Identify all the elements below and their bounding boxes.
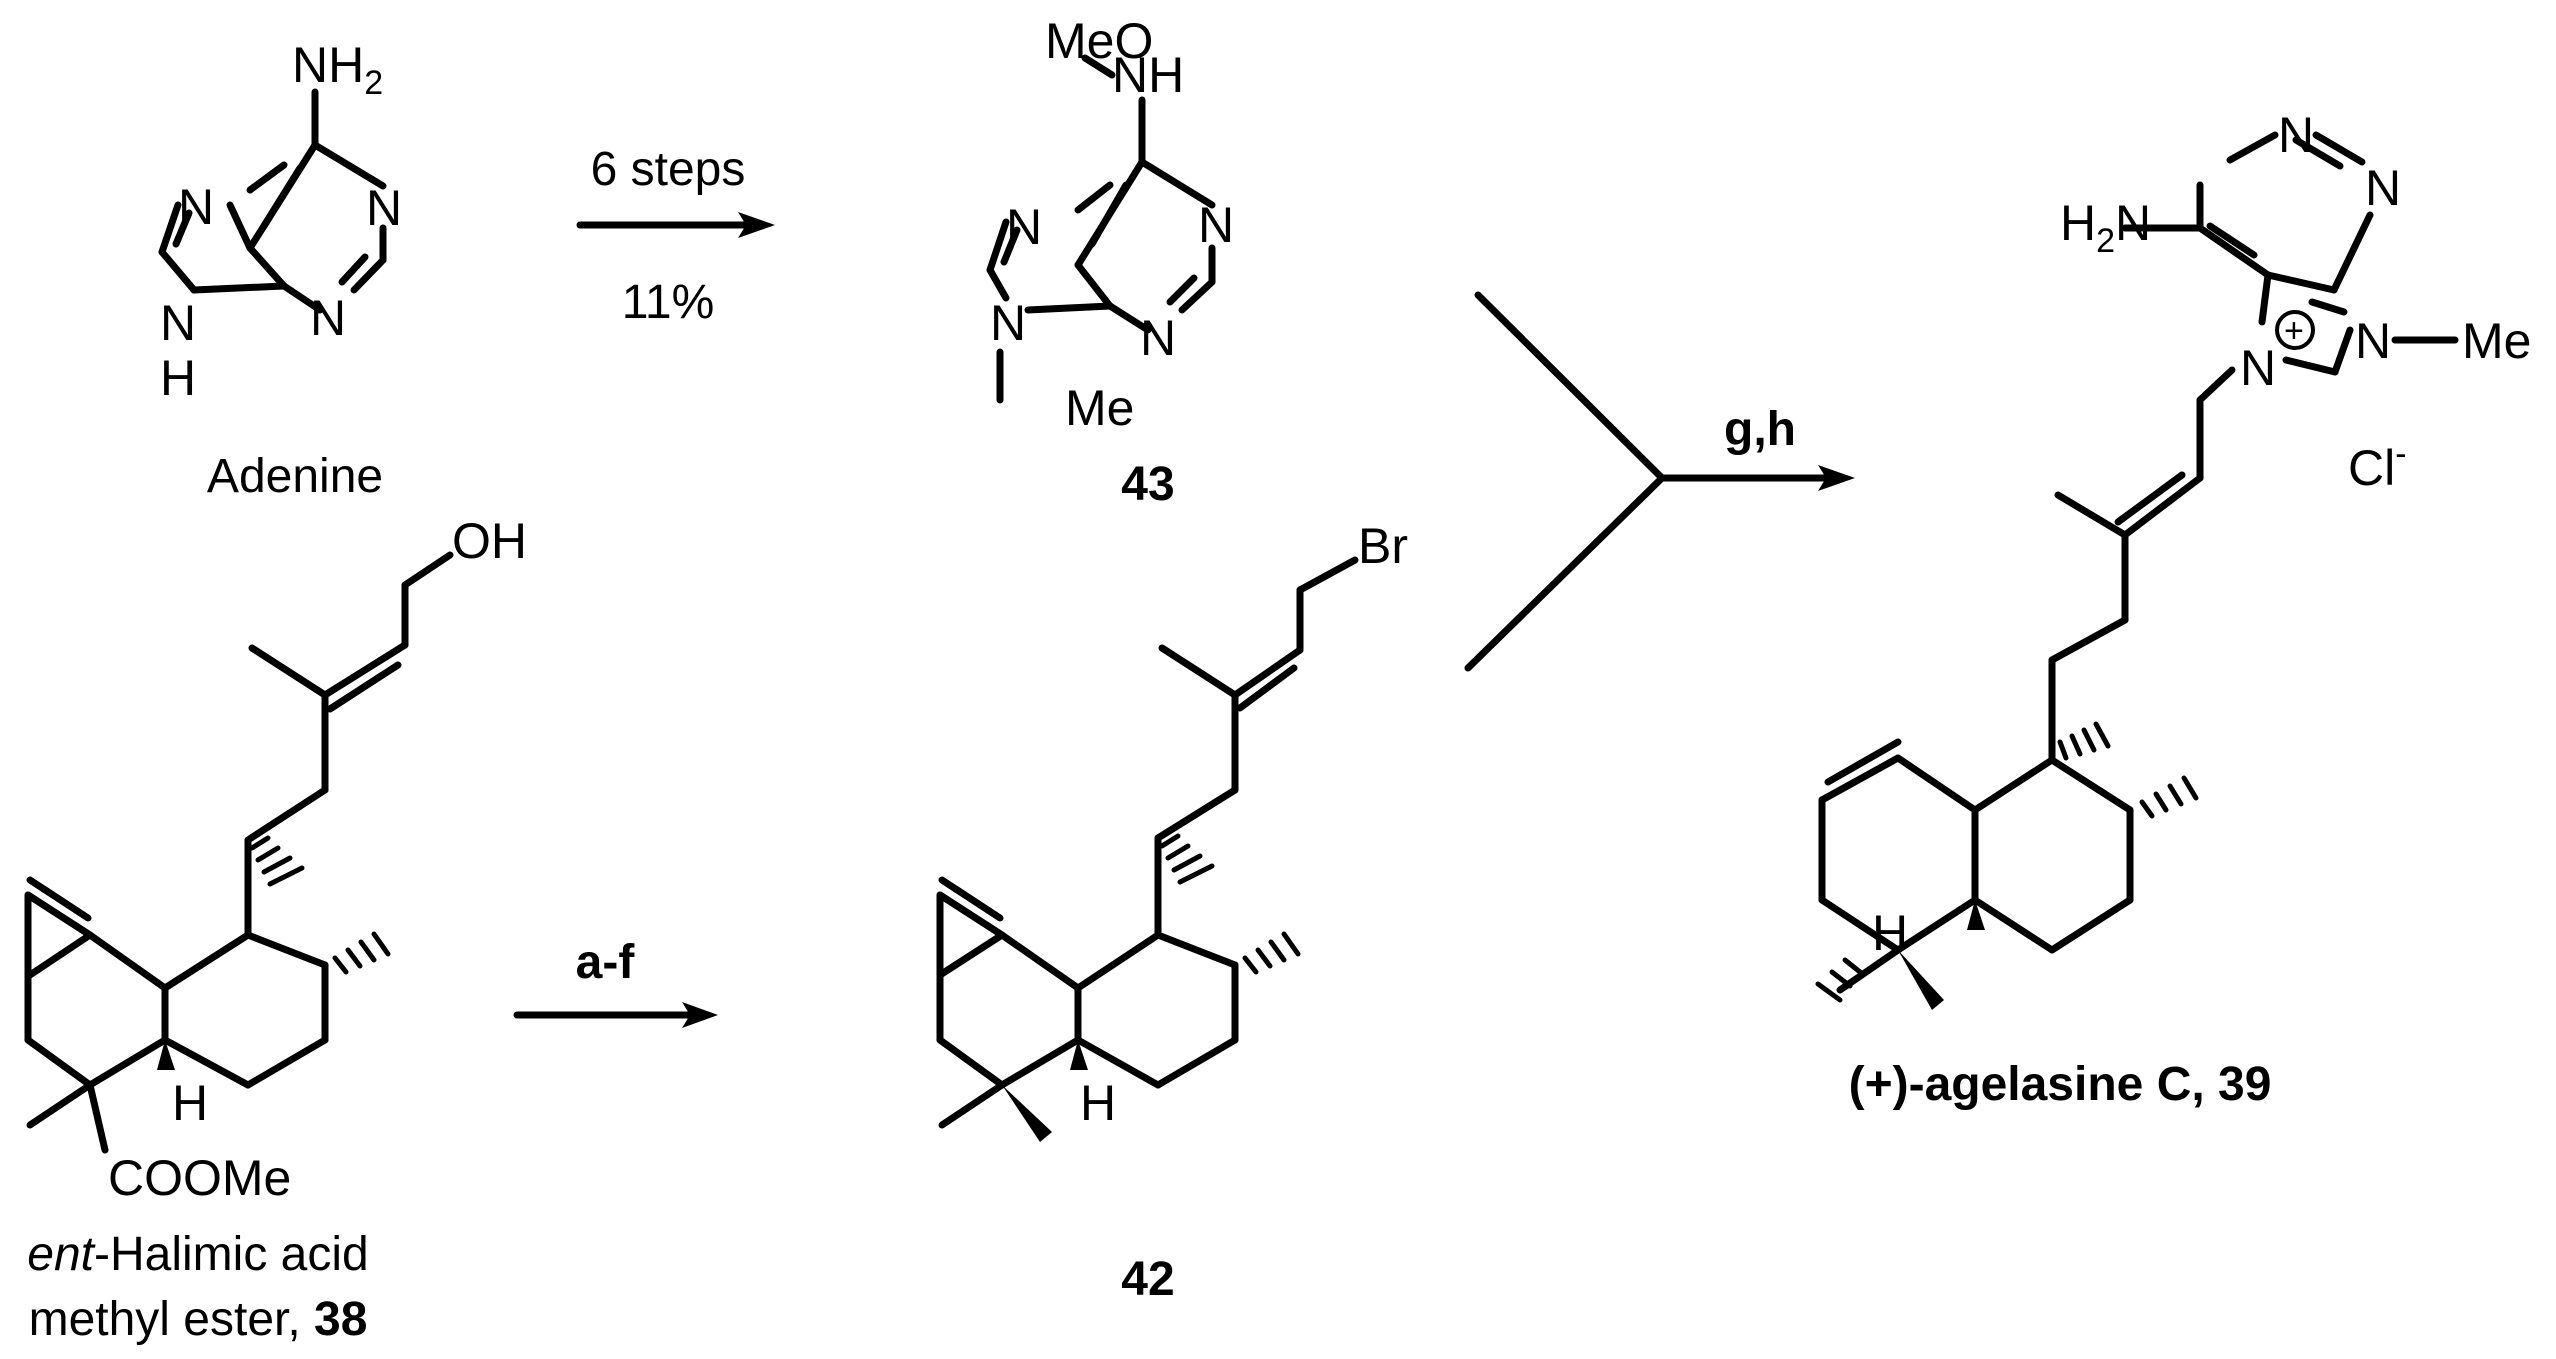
compound-38-name-line1: ent-Halimic acid <box>27 1228 368 1281</box>
adenine-label: Adenine <box>207 450 383 503</box>
compound-43-structure <box>986 54 1216 404</box>
c39-h: H <box>1872 905 1908 961</box>
adenine-n7: N <box>178 179 214 235</box>
arrow-3-reagents: g,h <box>1724 403 1796 456</box>
compound-42-label: 42 <box>1121 1253 1174 1306</box>
adenine-n9: N <box>160 295 196 351</box>
adenine-h9: H <box>160 350 196 406</box>
c38-coome: COOMe <box>108 1150 291 1206</box>
adenine-n3: N <box>310 290 346 346</box>
c38-h: H <box>172 1075 208 1131</box>
compound-43-label: 43 <box>1121 458 1174 511</box>
compound-42-structure <box>936 556 1359 1142</box>
c43-n7: N <box>1006 199 1042 255</box>
c39-n7: N <box>2240 340 2276 396</box>
c43-nh: NH <box>1112 47 1184 103</box>
c39-chloride: Cl- <box>2348 435 2407 496</box>
c39-n1: N <box>2278 107 2314 163</box>
c42-h: H <box>1080 1075 1116 1131</box>
c42-br: Br <box>1358 518 1408 574</box>
c39-n9: N <box>2355 313 2391 369</box>
c43-me: Me <box>1065 380 1134 436</box>
adenine-structure <box>158 88 387 314</box>
c43-n9: N <box>990 295 1026 351</box>
reaction-arrow-3 <box>1464 291 1855 672</box>
c39-n3: N <box>2365 160 2401 216</box>
c38-oh: OH <box>452 513 527 569</box>
c43-meo: MeO <box>1045 13 1153 69</box>
c39-me: Me <box>2462 313 2531 369</box>
c43-n3: N <box>1140 310 1176 366</box>
arrow-1-yield: 11% <box>622 276 715 329</box>
compound-39-label: (+)-agelasine C, 39 <box>1849 1058 2272 1111</box>
adenine-nh2-label: NH2 <box>292 37 383 102</box>
c39-h2n: H2N <box>2060 195 2151 260</box>
c43-n1: N <box>1198 197 1234 253</box>
compound-38-name-line2: methyl ester, 38 <box>29 1293 368 1346</box>
reaction-arrow-1 <box>576 212 775 238</box>
compound-39-structure <box>1815 131 2459 1010</box>
arrow-1-condition: 6 steps <box>591 143 746 196</box>
c39-charge: + <box>2284 312 2304 350</box>
arrow-2-reagents: a-f <box>576 936 636 989</box>
compound-38-structure <box>24 551 454 1154</box>
adenine-n1: N <box>366 180 402 236</box>
reaction-arrow-2 <box>513 1002 718 1028</box>
